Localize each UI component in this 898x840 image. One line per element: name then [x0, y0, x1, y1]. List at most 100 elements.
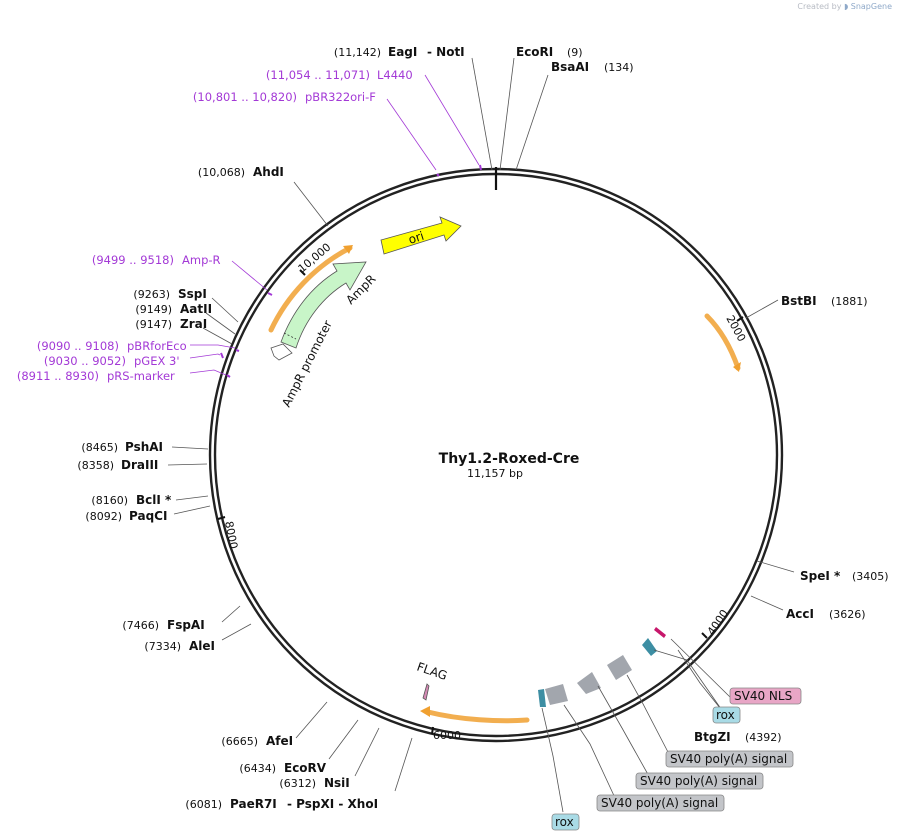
sv40-polya-feature[interactable]	[545, 684, 568, 705]
enzyme-pos: (4392)	[745, 731, 782, 744]
orf-arrow-bottom[interactable]	[425, 709, 530, 724]
enzyme-pos: (9147)	[135, 318, 172, 331]
enzyme-acci[interactable]: AccI (3626)	[786, 607, 866, 621]
enzyme-draiii[interactable]: (8358) DraIII	[77, 458, 158, 472]
enzyme-pos: (8092)	[85, 510, 122, 523]
enzyme-extra: - PspXI - XhoI	[287, 797, 378, 811]
primer-pbrforeco[interactable]: (9090 .. 9108) pBRforEco	[37, 339, 187, 353]
enzyme-bsaai[interactable]: BsaAI (134)	[551, 60, 634, 74]
rox-feature[interactable]	[642, 638, 657, 656]
enzyme-paqci[interactable]: (8092) PaqCI	[85, 509, 167, 523]
enzyme-name: AatII	[180, 302, 212, 316]
enzyme-ahdi[interactable]: (10,068) AhdI	[198, 165, 284, 179]
plasmid-size: 11,157 bp	[467, 467, 523, 480]
enzyme-name: ZraI	[180, 317, 207, 331]
credit-brand: SnapGene	[850, 2, 892, 11]
scale-tick-8000: 8000	[217, 516, 240, 550]
enzyme-pos: (7334)	[144, 640, 181, 653]
box-label: SV40 NLS	[734, 689, 792, 703]
enzyme-pos: (6665)	[221, 735, 258, 748]
primer-pos: (8911 .. 8930)	[17, 369, 99, 383]
enzyme-ecori[interactable]: EcoRI (9)	[516, 45, 583, 59]
box-bg	[729, 687, 802, 705]
primer-l4440[interactable]: (11,054 .. 11,071) L4440	[266, 68, 413, 82]
primer-leaders	[189, 74, 480, 376]
feature-box-sv40-polya-3[interactable]: SV40 poly(A) signal	[596, 794, 725, 812]
enzyme-paer7i-pspxi-xhoi[interactable]: (6081) PaeR7I - PspXI - XhoI	[185, 797, 378, 811]
enzyme-pos: (8358)	[77, 459, 114, 472]
ampr-feature[interactable]	[280, 261, 367, 349]
flag-feature[interactable]	[422, 683, 430, 701]
primer-pos: (9030 .. 9052)	[44, 354, 126, 368]
enzyme-bcli[interactable]: (8160) BclI *	[91, 493, 172, 507]
enzyme-name: SpeI *	[800, 569, 841, 583]
credit-prefix: Created by	[797, 2, 842, 11]
enzyme-afei[interactable]: (6665) AfeI	[221, 734, 293, 748]
enzyme-pos: (3405)	[852, 570, 889, 583]
enzyme-pos: (6081)	[185, 798, 222, 811]
feature-box-rox-bottom[interactable]: rox	[551, 813, 580, 831]
enzyme-fspai[interactable]: (7466) FspAI	[122, 618, 204, 632]
enzyme-pos: (3626)	[829, 608, 866, 621]
feature-box-sv40-polya-1[interactable]: SV40 poly(A) signal	[665, 750, 794, 768]
primer-name: Amp-R	[182, 253, 221, 267]
enzyme-name: BtgZI	[694, 730, 731, 744]
primer-pos: (11,054 .. 11,071)	[266, 68, 370, 82]
enzyme-leaders	[167, 57, 795, 792]
enzyme-spei[interactable]: SpeI * (3405)	[800, 569, 889, 583]
enzyme-pos: (9263)	[133, 288, 170, 301]
enzyme-pshai[interactable]: (8465) PshAI	[81, 440, 163, 454]
primer-prs-marker[interactable]: (8911 .. 8930) pRS-marker	[17, 369, 175, 383]
enzyme-sspi[interactable]: (9263) SspI	[133, 287, 206, 301]
enzyme-name: PaqCI	[129, 509, 167, 523]
enzyme-pos: (9)	[567, 46, 583, 59]
enzyme-name: BclI *	[136, 493, 172, 507]
enzyme-ecorv[interactable]: (6434) EcoRV	[239, 761, 326, 775]
enzyme-eagi-noti[interactable]: (11,142) EagI - NotI	[334, 45, 465, 59]
primer-marker-pgex	[220, 352, 224, 359]
box-bg	[712, 706, 741, 724]
primer-pgex-3[interactable]: (9030 .. 9052) pGEX 3'	[44, 354, 180, 368]
enzyme-name: EcoRV	[284, 761, 327, 775]
rox-feature[interactable]	[538, 689, 546, 707]
ampr-promoter-feature[interactable]	[270, 343, 293, 361]
enzyme-name: EcoRI	[516, 45, 553, 59]
box-label: rox	[716, 708, 735, 722]
enzyme-name: PshAI	[125, 440, 163, 454]
enzyme-alei[interactable]: (7334) AleI	[144, 639, 215, 653]
feature-box-sv40-polya-2[interactable]: SV40 poly(A) signal	[635, 772, 764, 790]
enzyme-name: FspAI	[167, 618, 205, 632]
enzyme-pos: (10,068)	[198, 166, 245, 179]
orf-arrow-head	[343, 245, 353, 254]
sv40-polya-feature[interactable]	[607, 655, 632, 680]
enzyme-name: AleI	[189, 639, 215, 653]
box-label: SV40 poly(A) signal	[670, 752, 787, 766]
primer-marker-ampr	[267, 292, 273, 296]
sv40-nls-feature[interactable]	[654, 627, 666, 638]
primer-pbr322ori-f[interactable]: (10,801 .. 10,820) pBR322ori-F	[193, 90, 376, 104]
enzyme-pos: (6434)	[239, 762, 276, 775]
enzyme-extra: - NotI	[427, 45, 465, 59]
feature-box-rox-top[interactable]: rox	[712, 706, 741, 724]
feature-box-sv40-nls[interactable]: SV40 NLS	[729, 687, 802, 705]
box-bg	[665, 750, 794, 768]
enzyme-pos: (6312)	[279, 777, 316, 790]
enzyme-pos: (8465)	[81, 441, 118, 454]
sv40-polya-feature[interactable]	[577, 672, 601, 694]
primer-amp-r[interactable]: (9499 .. 9518) Amp-R	[92, 253, 221, 267]
orf-arrow-top-right[interactable]	[704, 313, 741, 371]
enzyme-aatii[interactable]: (9149) AatII	[135, 302, 212, 316]
tick-label: 6000	[433, 729, 461, 742]
snapgene-logo-icon: ◗	[843, 2, 849, 11]
ampr-orf-arrow[interactable]	[268, 245, 353, 333]
ori-feature[interactable]	[380, 216, 462, 255]
box-label: SV40 poly(A) signal	[640, 774, 757, 788]
enzyme-zrai[interactable]: (9147) ZraI	[135, 317, 207, 331]
enzyme-btgzi[interactable]: BtgZI (4392)	[694, 730, 782, 744]
enzyme-bstbi[interactable]: BstBI (1881)	[781, 294, 868, 308]
enzyme-nsii[interactable]: (6312) NsiI	[279, 776, 349, 790]
flag-label: FLAG	[415, 660, 449, 683]
enzyme-name: BsaAI	[551, 60, 589, 74]
primer-pos: (10,801 .. 10,820)	[193, 90, 297, 104]
